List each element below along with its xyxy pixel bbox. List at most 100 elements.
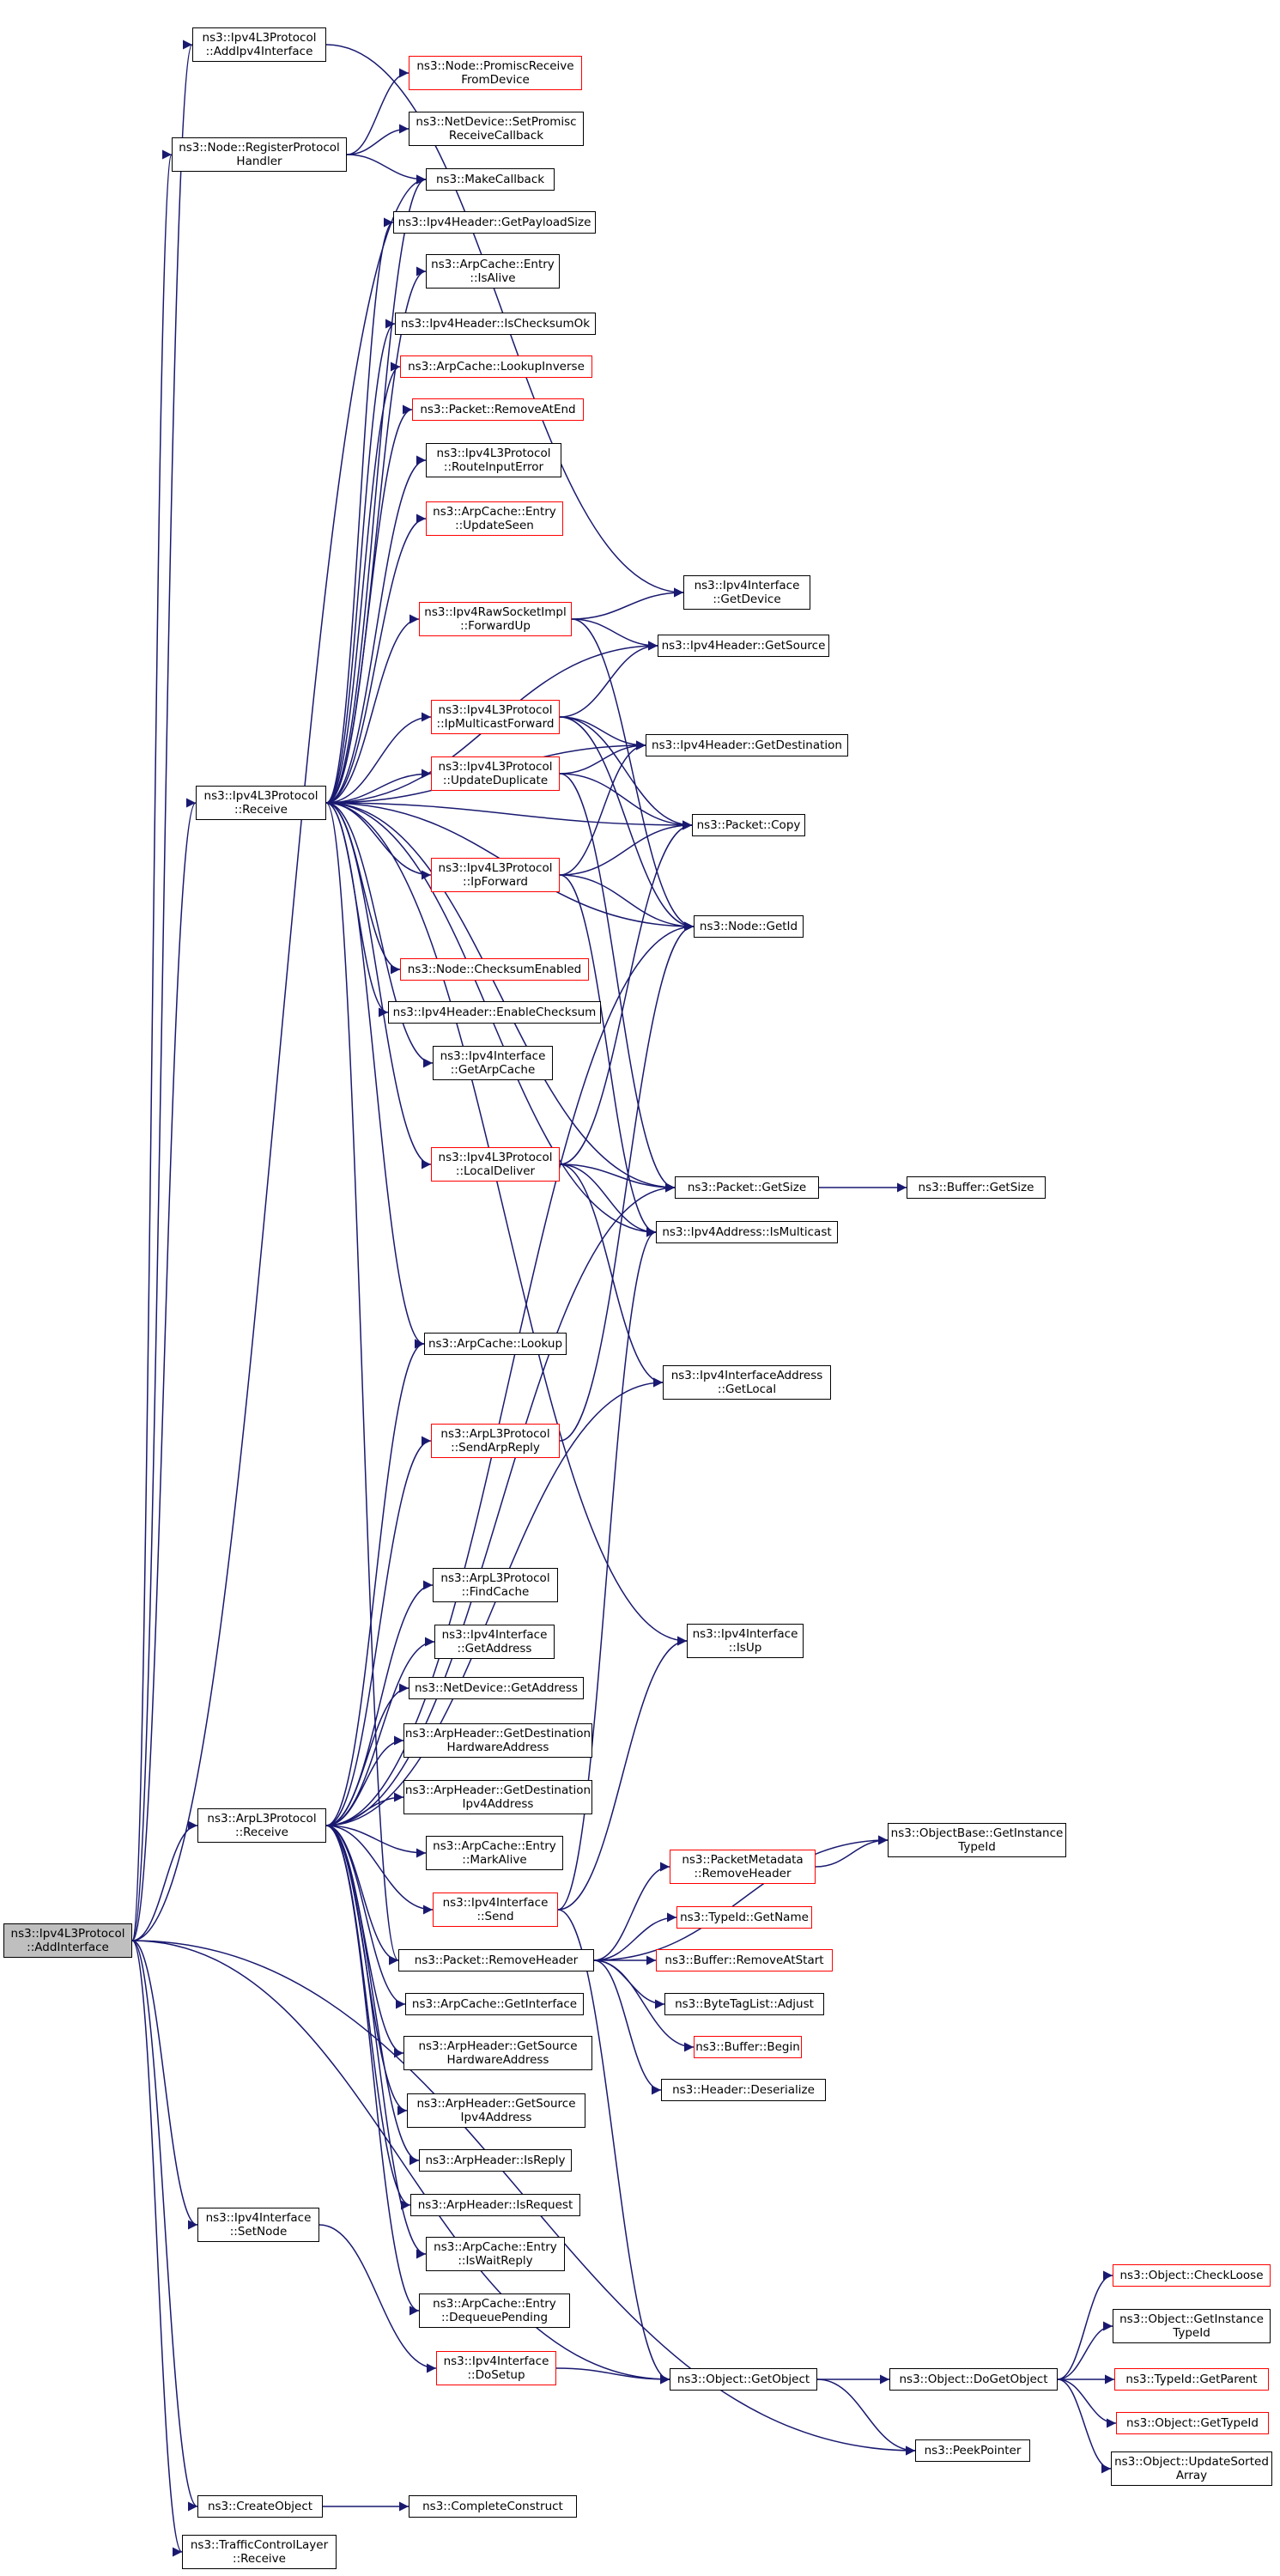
graph-node[interactable]: ns3::Ipv4InterfaceAddress::GetLocal [663,1365,831,1400]
graph-node[interactable]: ns3::ArpL3Protocol::SendArpReply [431,1424,560,1458]
graph-node[interactable]: ns3::Node::GetId [694,915,804,938]
graph-node[interactable]: ns3::Header::Deserialize [661,2079,826,2101]
graph-node-label: ns3::Ipv4Interface [692,1627,798,1641]
graph-node[interactable]: ns3::TypeId::GetParent [1114,2368,1269,2391]
call-edge [559,1163,657,1237]
graph-node[interactable]: ns3::TypeId::GetName [676,1906,812,1929]
graph-node[interactable]: ns3::CompleteConstruct [409,2495,577,2518]
graph-node[interactable]: ns3::Object::DoGetObject [889,2368,1058,2391]
graph-node[interactable]: ns3::Ipv4Header::IsChecksumOk [395,313,596,335]
graph-node[interactable]: ns3::Packet::RemoveAtEnd [412,398,584,421]
graph-node[interactable]: ns3::Ipv4L3Protocol::AddIpv4Interface [192,27,326,62]
graph-node[interactable]: ns3::Ipv4L3Protocol::RouteInputError [426,443,561,477]
graph-node[interactable]: ns3::ArpCache::Entry::UpdateSeen [426,501,563,536]
graph-node[interactable]: ns3::ArpL3Protocol::Receive [197,1808,326,1843]
graph-node-label: ns3::ArpCache::Entry [433,2297,556,2311]
graph-node-label: ::GetArpCache [450,1063,536,1077]
graph-node-label: ::Receive [235,1826,288,1839]
graph-node[interactable]: ns3::Ipv4Interface::IsUp [687,1624,804,1658]
graph-node-label: Ipv4Address [460,2111,532,2124]
graph-node[interactable]: ns3::Ipv4Interface::SetNode [197,2208,319,2242]
graph-node-label: ns3::Ipv4L3Protocol [202,31,317,45]
graph-node[interactable]: ns3::Ipv4L3Protocol::IpMulticastForward [431,700,560,734]
graph-node[interactable]: ns3::Object::CheckLoose [1113,2264,1271,2287]
graph-node-label: ::GetLocal [717,1382,777,1396]
graph-node[interactable]: ns3::CreateObject [197,2495,323,2518]
graph-node[interactable]: ns3::Ipv4RawSocketImpl::ForwardUp [419,602,572,636]
graph-node-label: ns3::Ipv4Header::GetDestination [652,738,842,752]
graph-node-label: Handler [236,155,282,168]
graph-node[interactable]: ns3::NetDevice::GetAddress [409,1677,584,1699]
graph-node[interactable]: ns3::ArpCache::GetInterface [405,1993,584,2015]
graph-node[interactable]: ns3::ArpL3Protocol::FindCache [433,1568,558,1602]
graph-node-label: ns3::Buffer::GetSize [918,1181,1034,1194]
graph-node-label: ::UpdateSeen [455,519,534,532]
call-edge [559,773,676,1193]
graph-node[interactable]: ns3::Ipv4Header::EnableChecksum [388,1001,601,1024]
graph-node-label: ns3::ArpL3Protocol [207,1812,317,1826]
graph-node-label: ns3::Packet::RemoveHeader [414,1953,579,1967]
graph-node[interactable]: ns3::Ipv4Header::GetDestination [646,734,848,756]
graph-node-label: ns3::Packet::GetSize [687,1181,807,1194]
graph-node[interactable]: ns3::PeekPointer [915,2439,1030,2462]
graph-node[interactable]: ns3::Packet::Copy [692,814,805,836]
graph-node[interactable]: ns3::Ipv4Interface::GetDevice [683,575,810,610]
graph-node[interactable]: ns3::ArpCache::Entry::IsAlive [426,254,560,289]
call-edge [346,124,409,155]
graph-node[interactable]: ns3::Ipv4L3Protocol::AddInterface [3,1923,132,1958]
graph-node[interactable]: ns3::ArpHeader::IsReply [419,2149,572,2172]
call-edge [325,1825,427,2259]
graph-node[interactable]: ns3::Ipv4Interface::DoSetup [436,2351,556,2385]
graph-node-label: ns3::NetDevice::GetAddress [414,1681,579,1695]
graph-node[interactable]: ns3::TrafficControlLayer::Receive [182,2535,337,2569]
graph-node[interactable]: ns3::Packet::RemoveHeader [398,1949,594,1971]
graph-node[interactable]: ns3::Ipv4L3Protocol::UpdateDuplicate [431,756,560,791]
graph-node[interactable]: ns3::Ipv4L3Protocol::IpForward [431,858,560,892]
graph-node[interactable]: ns3::Ipv4Header::GetPayloadSize [393,211,596,234]
graph-node[interactable]: ns3::ArpCache::LookupInverse [400,355,592,378]
graph-node[interactable]: ns3::Ipv4L3Protocol::Receive [196,786,326,820]
graph-node-label: ::DoSetup [467,2368,525,2382]
graph-node-label: ns3::ArpCache::Entry [433,1839,556,1853]
graph-node[interactable]: ns3::Ipv4Interface::Send [433,1893,558,1927]
graph-node[interactable]: ns3::ArpHeader::IsRequest [410,2194,580,2216]
graph-node-label: ::GetDevice [713,592,781,606]
graph-node[interactable]: ns3::Buffer::GetSize [907,1176,1046,1199]
graph-node[interactable]: ns3::Ipv4Interface::GetAddress [434,1625,555,1659]
graph-node-label: ::ForwardUp [460,619,531,633]
graph-node[interactable]: ns3::Buffer::Begin [694,2036,802,2058]
graph-node[interactable]: ns3::Ipv4Header::GetSource [658,635,829,657]
graph-node[interactable]: ns3::ArpCache::Entry::IsWaitReply [426,2237,565,2271]
call-edge [1057,2379,1117,2428]
graph-node[interactable]: ns3::ArpCache::Entry::MarkAlive [426,1836,563,1870]
graph-node[interactable]: ns3::Packet::GetSize [675,1176,819,1199]
graph-node-label: ReceiveCallback [448,129,544,143]
call-edge [593,1835,889,1961]
graph-node[interactable]: ns3::Ipv4L3Protocol::LocalDeliver [431,1147,560,1182]
call-edge [559,641,658,718]
graph-node[interactable]: ns3::Object::GetObject [670,2368,817,2391]
graph-node[interactable]: ns3::Ipv4Interface::GetArpCache [433,1046,553,1080]
graph-node[interactable]: ns3::PacketMetadata::RemoveHeader [670,1850,816,1884]
graph-node[interactable]: ns3::Ipv4Address::IsMulticast [656,1221,838,1243]
graph-node-label: ns3::Packet::RemoveAtEnd [420,403,576,416]
graph-node[interactable]: ns3::Buffer::RemoveAtStart [656,1949,833,1971]
graph-node-label: ns3::Ipv4L3Protocol [438,760,553,774]
graph-node[interactable]: ns3::ArpCache::Lookup [424,1333,567,1355]
graph-node[interactable]: ns3::MakeCallback [426,168,555,191]
graph-node[interactable]: ns3::Node::ChecksumEnabled [400,958,589,981]
graph-node[interactable]: ns3::Object::GetTypeId [1116,2412,1269,2434]
graph-node[interactable]: ns3::ArpCache::Entry::DequeuePending [419,2293,570,2328]
graph-node-label: ns3::Packet::Copy [696,818,801,832]
graph-node[interactable]: ns3::ByteTagList::Adjust [664,1993,824,2015]
